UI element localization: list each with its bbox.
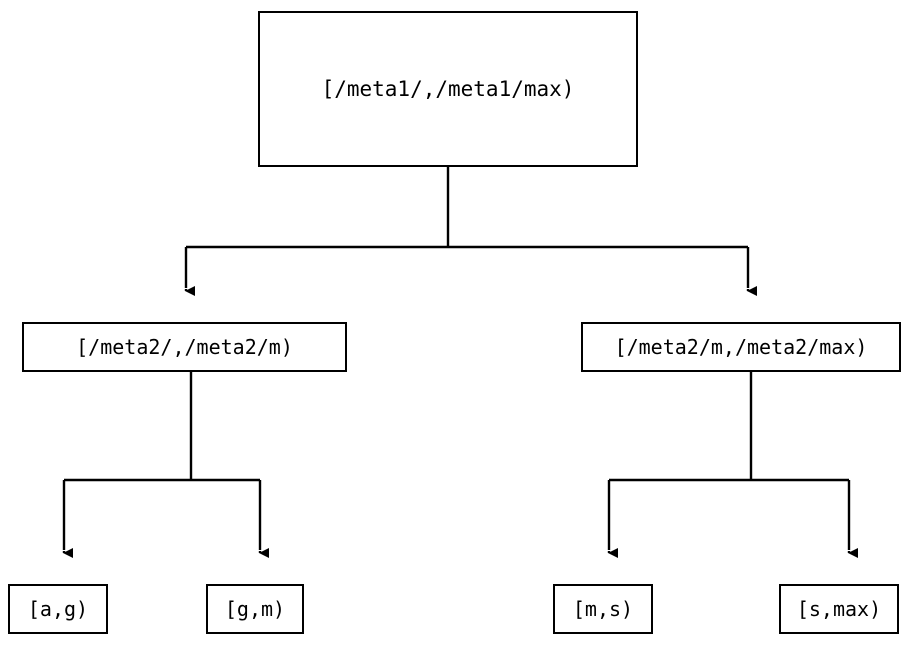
tree-node-meta2-high: [/meta2/m,/meta2/max) [581,322,901,372]
edge-right-to-leaves [607,372,858,558]
edge-root-to-level2 [184,167,757,296]
tree-node-meta2-high-label: [/meta2/m,/meta2/max) [614,335,868,359]
edge-left-to-leaves [62,372,269,558]
tree-node-meta2-low: [/meta2/,/meta2/m) [22,322,347,372]
tree-leaf-g-m: [g,m) [206,584,304,634]
tree-leaf-a-g: [a,g) [8,584,108,634]
tree-leaf-m-s: [m,s) [553,584,653,634]
tree-leaf-s-max: [s,max) [779,584,899,634]
tree-leaf-g-m-label: [g,m) [224,597,286,621]
tree-leaf-m-s-label: [m,s) [572,597,634,621]
tree-leaf-s-max-label: [s,max) [796,597,882,621]
tree-node-root-label: [/meta1/,/meta1/max) [321,76,575,101]
tree-leaf-a-g-label: [a,g) [27,597,89,621]
tree-node-root: [/meta1/,/meta1/max) [258,11,638,167]
tree-node-meta2-low-label: [/meta2/,/meta2/m) [76,335,293,359]
